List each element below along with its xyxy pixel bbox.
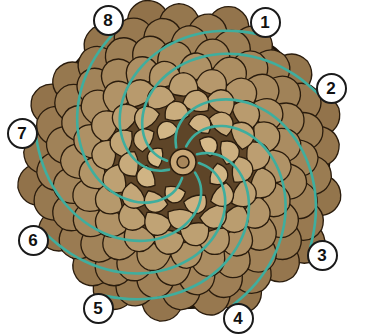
callout-number: 1 bbox=[260, 14, 269, 31]
callout-circle: 6 bbox=[18, 225, 49, 256]
spiral-line bbox=[142, 54, 318, 161]
callout-number: 5 bbox=[93, 300, 102, 317]
callout-circle: 8 bbox=[93, 5, 124, 36]
cone-center-dot bbox=[177, 156, 189, 168]
callout-number: 6 bbox=[28, 232, 37, 249]
cone-scale bbox=[163, 100, 189, 122]
spiral-line bbox=[77, 32, 182, 202]
callout-number: 3 bbox=[317, 247, 326, 264]
callout-number: 7 bbox=[17, 125, 26, 142]
callout-circle: 7 bbox=[7, 118, 38, 149]
cone-scale bbox=[187, 111, 214, 136]
callout-number: 2 bbox=[326, 80, 335, 97]
callout-number: 4 bbox=[233, 310, 242, 327]
callout-number: 8 bbox=[103, 12, 112, 29]
cone-scale bbox=[208, 162, 231, 188]
cone-center bbox=[170, 149, 196, 175]
callout-circle: 4 bbox=[223, 303, 254, 334]
callout-circle: 5 bbox=[83, 293, 114, 324]
callout-circle: 3 bbox=[307, 240, 338, 271]
callout-circle: 2 bbox=[316, 73, 347, 104]
spiral-line bbox=[105, 153, 249, 299]
cone-scale bbox=[162, 184, 186, 205]
cone-scale bbox=[207, 107, 239, 139]
cone-base bbox=[37, 16, 329, 308]
callout-circle: 1 bbox=[250, 7, 281, 38]
cone-scale bbox=[118, 152, 139, 177]
cone-group bbox=[15, 0, 347, 324]
